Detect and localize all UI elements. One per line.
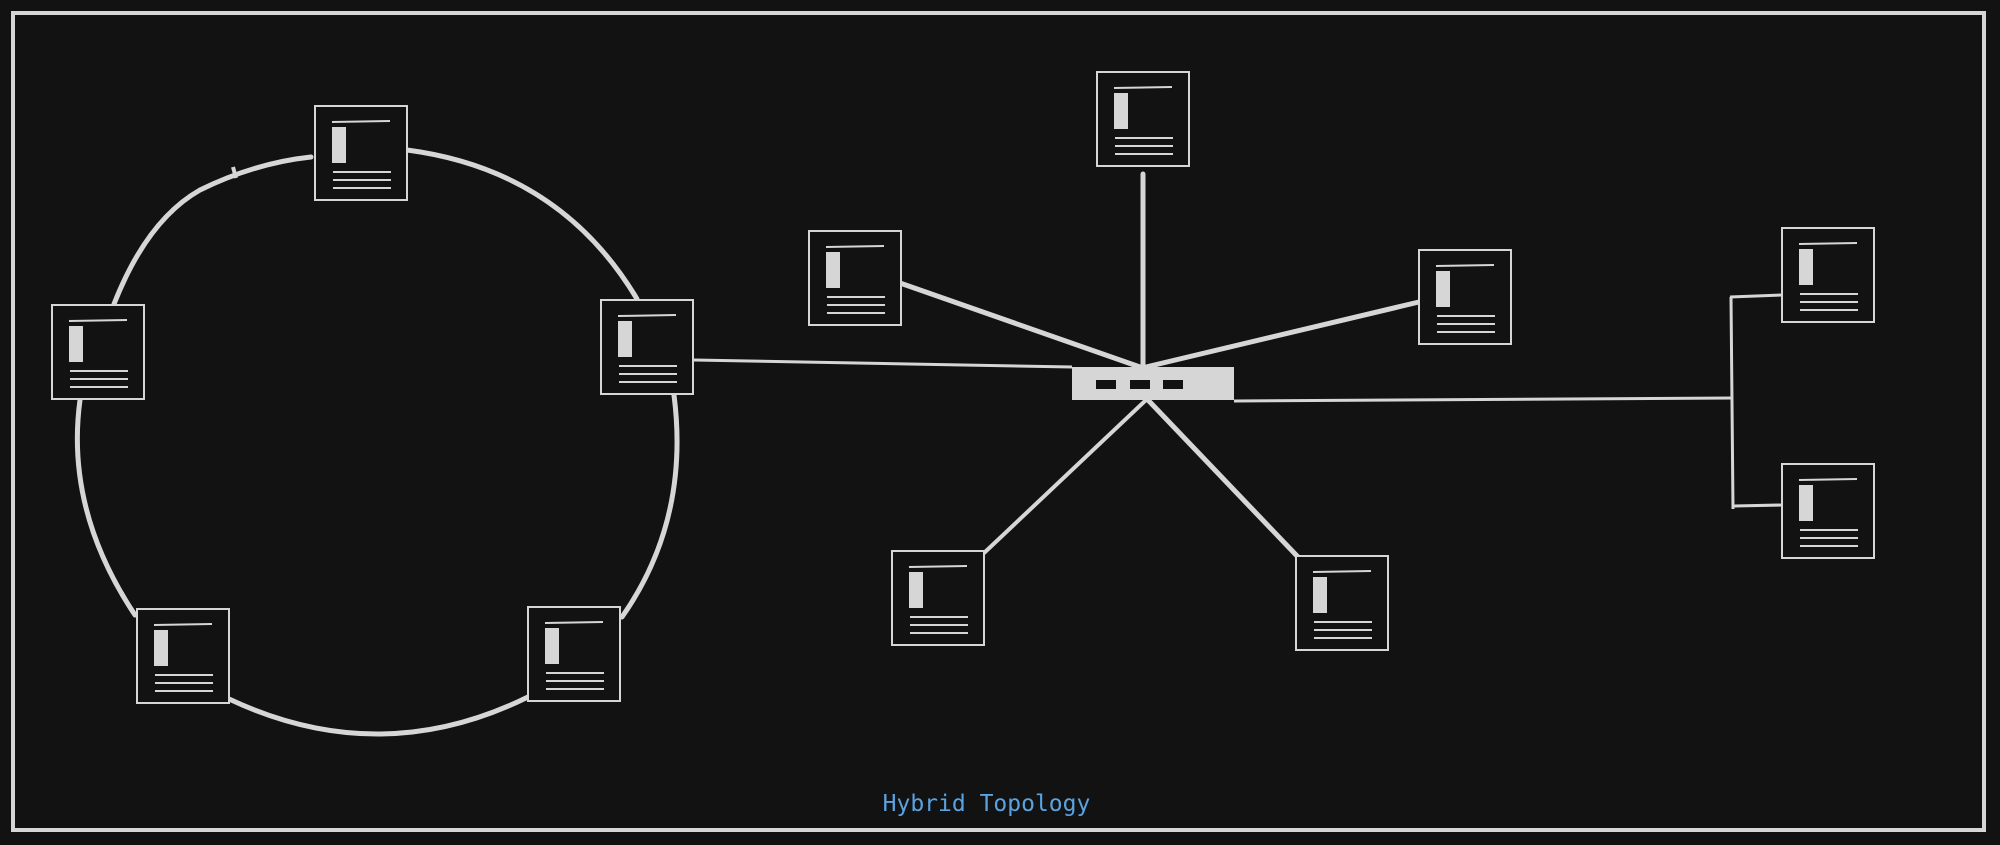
ring-node-left-computer-icon[interactable] [51,304,145,400]
ring-to-switch-link [693,358,1073,369]
star-node-right-computer-icon[interactable] [1418,249,1512,345]
star-node-bottom-left-computer-icon[interactable] [891,550,985,646]
bus-node-top-computer-icon[interactable] [1781,227,1875,323]
bus-node-bottom-computer-icon[interactable] [1781,463,1875,559]
ring-artifact [231,166,238,179]
ring-node-bottom-left-computer-icon[interactable] [136,608,230,704]
star-links [897,171,1422,560]
star-node-top-computer-icon[interactable] [1096,71,1190,167]
ring-node-bottom-right-computer-icon[interactable] [527,606,621,702]
diagram-title: Hybrid Topology [882,791,1091,817]
star-node-left-computer-icon[interactable] [808,230,902,326]
switch-to-bus-link [1233,396,1734,403]
switch-port-icon [1163,380,1183,389]
bus-backbone [1729,293,1783,510]
ring-node-top-computer-icon[interactable] [314,105,408,201]
ring-links [74,147,680,737]
ring-node-right-computer-icon[interactable] [600,299,694,395]
switch-port-icon [1130,380,1150,389]
star-node-bottom-right-computer-icon[interactable] [1295,555,1389,651]
network-switch[interactable] [1072,367,1234,400]
switch-port-icon [1096,380,1116,389]
diagram-frame [11,11,1986,832]
